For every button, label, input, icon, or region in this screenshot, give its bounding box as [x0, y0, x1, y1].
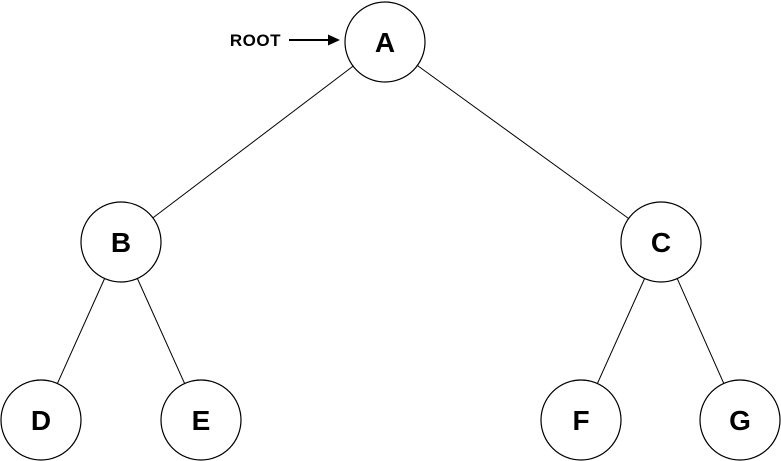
tree-edge-B-D	[56, 278, 106, 384]
node-label-A: A	[375, 27, 395, 58]
tree-node-F: F	[540, 379, 622, 461]
node-circle-C	[620, 201, 702, 283]
tree-node-E: E	[160, 379, 242, 461]
tree-edge-B-E	[136, 278, 186, 384]
node-circle-B	[80, 201, 162, 283]
node-label-E: E	[192, 405, 211, 436]
node-circle-A	[344, 1, 426, 83]
tree-edge-C-G	[676, 278, 725, 384]
node-circle-E	[160, 379, 242, 461]
node-label-G: G	[729, 405, 751, 436]
node-circle-D	[0, 379, 82, 461]
tree-node-B: B	[80, 201, 162, 283]
tree-node-C: C	[620, 201, 702, 283]
node-label-D: D	[31, 405, 51, 436]
tree-edge-A-B	[152, 65, 354, 219]
tree-edge-A-C	[417, 65, 629, 219]
node-label-C: C	[651, 227, 671, 258]
tree-node-G: G	[699, 379, 781, 461]
root-pointer: ROOT	[230, 31, 340, 50]
root-arrow-head-icon	[328, 34, 340, 46]
tree-node-D: D	[0, 379, 82, 461]
node-circle-G	[699, 379, 781, 461]
tree-node-A: A	[344, 1, 426, 83]
node-label-B: B	[111, 227, 131, 258]
tree-edge-C-F	[596, 278, 646, 384]
root-pointer-label: ROOT	[230, 31, 281, 50]
node-label-F: F	[572, 405, 589, 436]
node-circle-F	[540, 379, 622, 461]
